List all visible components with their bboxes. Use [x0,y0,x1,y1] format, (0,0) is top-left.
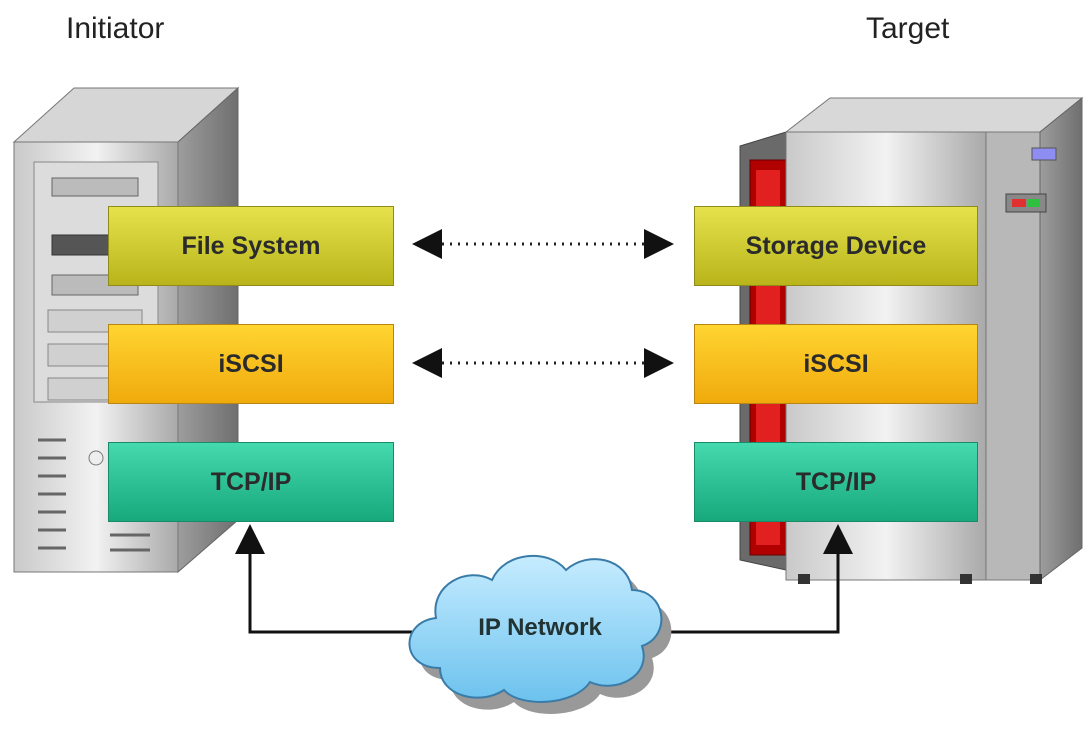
ip-network-label: IP Network [478,614,602,641]
target-storage-device-layer: Storage Device [694,206,978,286]
initiator-file-system-layer: File System [108,206,394,286]
initiator-iscsi-layer: iSCSI [108,324,394,404]
target-title: Target [866,12,950,45]
target-iscsi-layer: iSCSI [694,324,978,404]
initiator-tcpip-layer: TCP/IP [108,442,394,522]
ip-network-cloud [408,554,672,714]
initiator-network-connector [235,524,420,634]
target-network-connector [660,524,853,634]
initiator-title: Initiator [66,12,165,45]
target-tcpip-layer: TCP/IP [694,442,978,522]
